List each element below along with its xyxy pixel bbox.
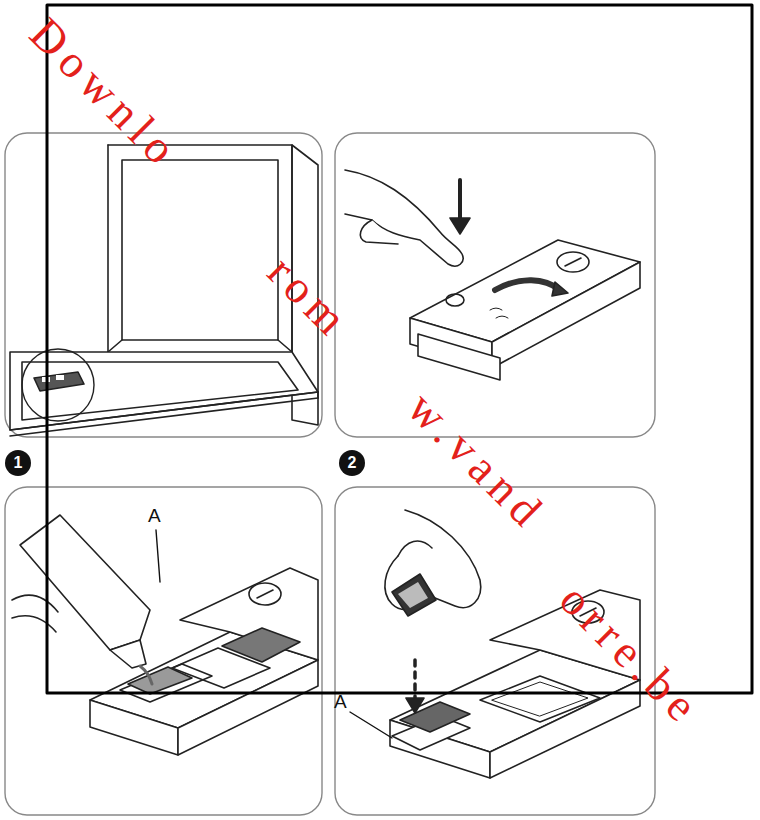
part-label: A — [148, 506, 161, 525]
part-label: A — [334, 692, 347, 711]
step-number-text: 2 — [348, 455, 357, 471]
watermark-text: rom — [259, 248, 359, 348]
rinse-aid-drawing — [12, 515, 318, 755]
leader-line — [156, 530, 160, 582]
panel-frames — [5, 133, 655, 815]
leader-line — [350, 712, 392, 738]
step-number-text: 1 — [14, 455, 23, 471]
dispenser-press-drawing — [345, 170, 640, 380]
step-number: 1 — [5, 450, 31, 476]
step-number: 2 — [339, 450, 365, 476]
watermark-text: w.vand — [399, 384, 554, 539]
